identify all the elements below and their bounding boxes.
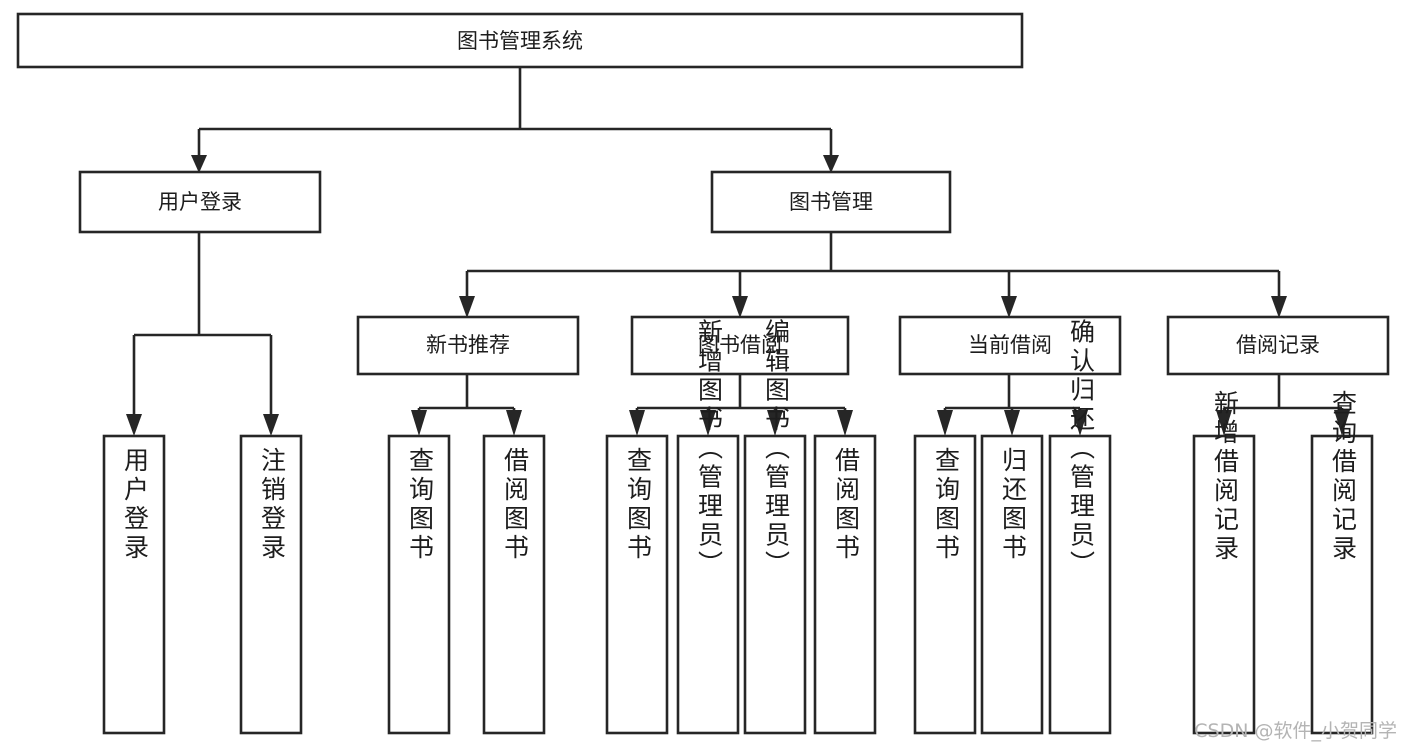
node-current-borrow-box[interactable] [898,315,1122,376]
leaf-user-login[interactable]: 用户登录 [102,434,166,735]
leaf-query-record[interactable]: 查询借阅记录 [1310,390,1374,735]
node-root[interactable]: 图书管理系统 [16,12,1024,69]
arrow-head-leaf-add-book [700,410,716,436]
node-book-manage[interactable]: 图书管理 [710,170,952,234]
arrow-head-leaf-user-logout [263,414,279,436]
arrow-head-current-borrow [1001,296,1017,318]
arrow-head-leaf-query-book-1 [411,410,427,436]
arrow-head-leaf-confirm-return [1072,410,1088,436]
leaf-return-book-box[interactable] [980,434,1044,735]
node-new-book-recommend[interactable]: 新书推荐 [356,315,580,376]
node-root-box[interactable] [16,12,1024,69]
arrow-head-book-manage [823,155,839,173]
leaf-query-book-3[interactable]: 查询图书 [913,434,977,735]
leaf-user-logout-label: 注销登录 [258,447,287,563]
leaf-user-login-box[interactable] [102,434,166,735]
arrow-head-leaf-query-book-2 [629,410,645,436]
arrow-head-user-login [191,155,207,173]
leaf-borrow-book-2[interactable]: 借阅图书 [813,434,877,735]
arrow-head-leaf-borrow-book-2 [837,410,853,436]
arrow-head-leaf-query-record [1334,410,1350,436]
node-book-borrow-label: 图书借阅 [698,333,782,357]
leaf-query-book-2-box[interactable] [605,434,669,735]
node-user-login-label: 用户登录 [158,190,242,214]
node-book-manage-box[interactable] [710,170,952,234]
node-book-manage-label: 图书管理 [789,190,873,214]
leaf-query-book-1-box[interactable] [387,434,451,735]
leaf-return-book-label: 归还图书 [999,447,1028,563]
node-borrow-record[interactable]: 借阅记录 [1166,315,1390,376]
node-book-borrow-box[interactable] [630,315,850,376]
arrow-head-leaf-borrow-book-1 [506,410,522,436]
node-current-borrow[interactable]: 当前借阅 [898,315,1122,376]
leaf-query-book-2[interactable]: 查询图书 [605,434,669,735]
node-borrow-record-label: 借阅记录 [1236,333,1320,357]
arrow-head-leaf-user-login [126,414,142,436]
leaf-add-record-label: 新增借阅记录 [1211,390,1240,564]
leaf-return-book[interactable]: 归还图书 [980,434,1044,735]
leaf-query-record-box[interactable] [1310,434,1374,735]
arrow-head-borrow-record [1271,296,1287,318]
leaf-borrow-book-2-label: 借阅图书 [832,447,861,563]
arrow-head-book-borrow [732,296,748,318]
leaf-confirm-return-box[interactable] [1048,434,1112,735]
leaf-user-login-label: 用户登录 [121,447,150,563]
node-user-login-box[interactable] [78,170,322,234]
leaf-edit-book-box[interactable] [743,434,807,735]
leaf-add-record-box[interactable] [1192,434,1256,735]
arrow-head-leaf-return-book [1004,410,1020,436]
leaf-query-book-1[interactable]: 查询图书 [387,434,451,735]
leaf-borrow-book-2-box[interactable] [813,434,877,735]
leaf-add-book-label: 新增图书（管理员） [695,319,724,580]
node-current-borrow-label: 当前借阅 [968,333,1052,357]
leaf-query-book-1-label: 查询图书 [406,447,435,563]
node-root-label: 图书管理系统 [457,29,583,53]
leaf-edit-book[interactable]: 编辑图书（管理员） [743,319,807,735]
arrow-head-leaf-query-book-3 [937,410,953,436]
leaf-confirm-return[interactable]: 确认归还（管理员） [1048,319,1112,735]
arrow-head-leaf-add-record [1216,410,1232,436]
leaf-add-book[interactable]: 新增图书（管理员） [676,319,740,735]
arrow-head-new-book-recommend [459,296,475,318]
leaf-borrow-book-1[interactable]: 借阅图书 [482,434,546,735]
leaf-query-book-3-box[interactable] [913,434,977,735]
node-new-book-recommend-label: 新书推荐 [426,333,510,357]
leaf-query-book-2-label: 查询图书 [624,447,653,563]
node-user-login[interactable]: 用户登录 [78,170,322,234]
leaf-borrow-book-1-label: 借阅图书 [501,447,530,563]
leaf-query-record-label: 查询借阅记录 [1329,390,1358,564]
leaf-borrow-book-1-box[interactable] [482,434,546,735]
node-borrow-record-box[interactable] [1166,315,1390,376]
leaf-confirm-return-label: 确认归还（管理员） [1067,319,1096,580]
leaf-query-book-3-label: 查询图书 [932,447,961,563]
connector-layer [126,67,1350,436]
arrow-head-leaf-edit-book [767,410,783,436]
leaf-edit-book-label: 编辑图书（管理员） [762,319,791,580]
leaf-user-logout[interactable]: 注销登录 [239,434,303,735]
leaf-user-logout-box[interactable] [239,434,303,735]
node-new-book-recommend-box[interactable] [356,315,580,376]
leaf-add-book-box[interactable] [676,434,740,735]
node-book-borrow[interactable]: 图书借阅 [630,315,850,376]
leaf-add-record[interactable]: 新增借阅记录 [1192,390,1256,735]
